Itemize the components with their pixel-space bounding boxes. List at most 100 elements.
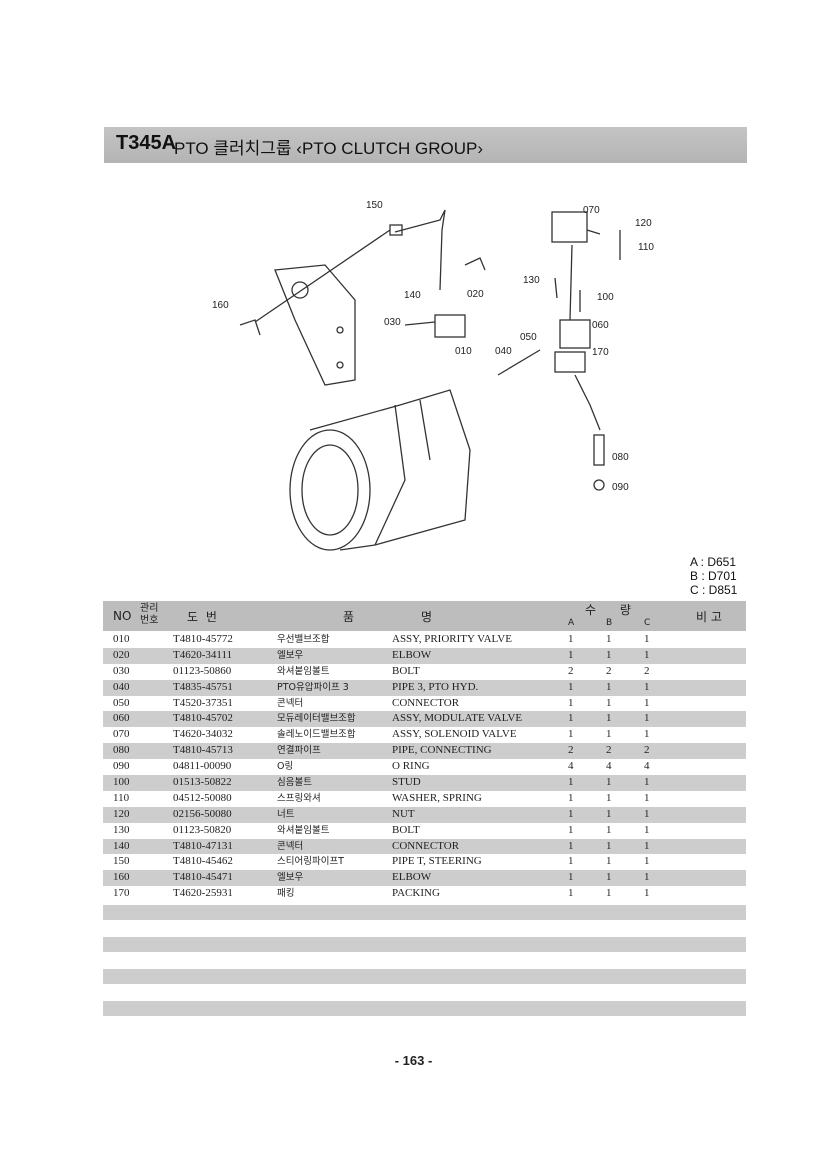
part-code: 01513-50822: [173, 776, 232, 789]
qty-b: 1: [606, 776, 612, 789]
label-100: 100: [597, 292, 614, 303]
qty-a: 1: [568, 855, 574, 868]
qty-a: 1: [568, 823, 574, 836]
label-010: 010: [455, 346, 472, 357]
header-no: NO: [113, 609, 132, 623]
qty-c: 4: [644, 760, 650, 773]
qty-b: 1: [606, 855, 612, 868]
part-code: 04811-00090: [173, 760, 232, 773]
part-number-index: 130: [113, 823, 130, 836]
qty-c: 1: [644, 791, 650, 804]
qty-c: 2: [644, 744, 650, 757]
part-name-english: BOLT: [392, 823, 420, 836]
header-remarks: 비 고: [696, 610, 722, 624]
label-050: 050: [520, 332, 537, 343]
part-number-index: 110: [113, 791, 130, 804]
model-legend: A : D651 B : D701 C : D851: [690, 555, 737, 597]
part-number-index: 040: [113, 680, 130, 693]
part-name-english: ELBOW: [392, 871, 432, 884]
part-number-index: 150: [113, 855, 130, 868]
label-120: 120: [635, 218, 652, 229]
part-name-korean: 우선밸브조합: [277, 634, 330, 645]
part-number-index: 160: [113, 871, 130, 884]
transmission-case: [289, 389, 471, 551]
part-name-english: PIPE T, STEERING: [392, 855, 482, 868]
qty-c: 1: [644, 633, 650, 645]
qty-c: 2: [644, 664, 650, 677]
part-name-korean: 엘보우: [277, 649, 304, 661]
header-part-no: 도 번: [187, 610, 219, 624]
label-090: 090: [612, 482, 629, 493]
part-code: T4835-45751: [173, 680, 233, 693]
qty-c: 1: [644, 712, 650, 725]
part-name-korean: 스프링와셔: [277, 792, 321, 804]
part-number-index: 060: [113, 712, 130, 725]
part-name-english: ASSY, MODULATE VALVE: [392, 712, 523, 725]
part-name-english: O RING: [392, 760, 430, 773]
part-code: 02156-50080: [173, 807, 232, 820]
qty-b: 1: [606, 791, 612, 804]
part-code: T4520-37351: [173, 696, 233, 709]
part-number-index: 070: [113, 728, 130, 741]
model-a: A : D651: [690, 555, 737, 569]
header-b: B: [606, 618, 613, 628]
part-code: 04512-50080: [173, 791, 232, 804]
qty-b: 1: [606, 648, 612, 661]
part-number-index: 170: [113, 887, 130, 900]
part-name-korean: 콘넥터: [277, 697, 304, 709]
part-code: T4810-45471: [173, 871, 233, 884]
qty-b: 4: [606, 760, 612, 773]
qty-a: 1: [568, 839, 574, 852]
blank-row: [103, 1001, 746, 1016]
part-name-korean: 연결파이프: [277, 745, 321, 757]
qty-c: 1: [644, 680, 650, 693]
header-c: C: [644, 618, 651, 628]
qty-c: 1: [644, 776, 650, 789]
label-060: 060: [592, 320, 609, 331]
blank-row: [103, 937, 746, 952]
qty-a: 2: [568, 744, 574, 757]
label-170: 170: [592, 347, 609, 358]
qty-c: 1: [644, 855, 650, 868]
qty-a: 1: [568, 712, 574, 725]
qty-b: 1: [606, 696, 612, 709]
label-160: 160: [212, 300, 229, 311]
blank-row: [103, 969, 746, 984]
part-number-index: 050: [113, 696, 130, 709]
part-name-korean: 와셔붙임볼트: [277, 665, 330, 677]
qty-b: 1: [606, 712, 612, 725]
part-number-index: 140: [113, 839, 130, 852]
qty-a: 1: [568, 648, 574, 661]
label-030: 030: [384, 317, 401, 328]
part-name-english: ASSY, SOLENOID VALVE: [392, 728, 517, 741]
qty-c: 1: [644, 807, 650, 820]
exploded-parts-diagram: 150 070 120 110 130 100 060 170 020 140 …: [212, 200, 654, 551]
label-150: 150: [366, 200, 383, 211]
part-code: 01123-50820: [173, 823, 232, 836]
part-number-index: 100: [113, 776, 130, 789]
qty-c: 1: [644, 839, 650, 852]
qty-c: 1: [644, 823, 650, 836]
label-020: 020: [467, 289, 484, 300]
qty-c: 1: [644, 696, 650, 709]
bracket-plate: [274, 264, 356, 386]
part-name-english: NUT: [392, 807, 415, 820]
table-header: NO 관리번호 도 번 품 명 수 량 A B C 비 고: [103, 601, 746, 631]
part-code: T4620-25931: [173, 887, 233, 900]
part-name-english: PIPE 3, PTO HYD.: [392, 680, 479, 693]
part-name-korean: PTO유압파이프 3: [277, 681, 349, 693]
steering-pipe: [394, 209, 446, 291]
label-130: 130: [523, 275, 540, 286]
title-bar: T345A PTO 클러치그룹 ‹PTO CLUTCH GROUP›: [104, 127, 747, 163]
part-name-english: PIPE, CONNECTING: [392, 744, 492, 757]
